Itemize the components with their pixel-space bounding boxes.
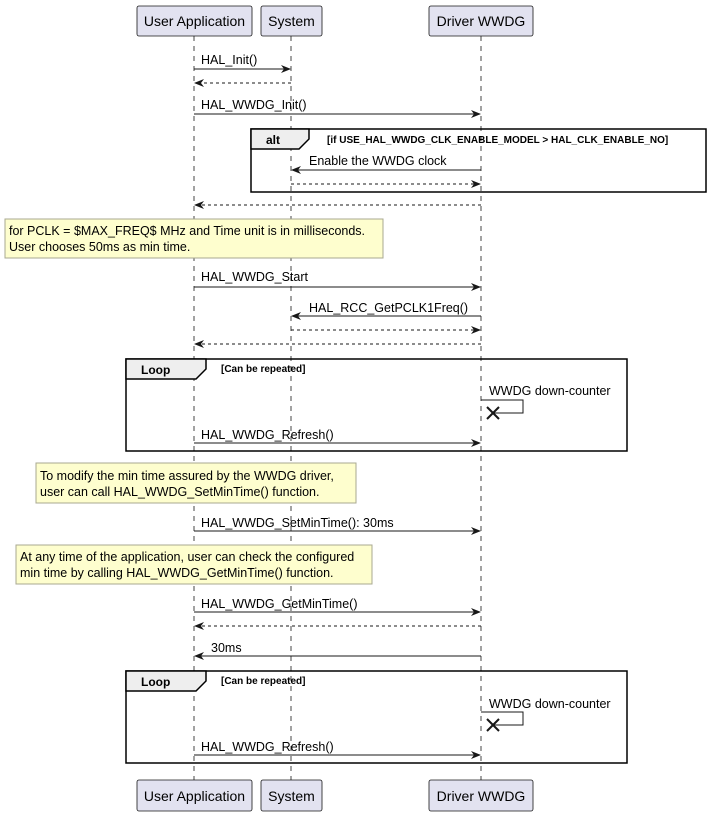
message-enable-clock: Enable the WWDG clock <box>291 154 481 174</box>
frame-alt-condition: [if USE_HAL_WWDG_CLK_ENABLE_MODEL > HAL_… <box>327 135 668 146</box>
svg-text:Driver WWDG: Driver WWDG <box>437 13 526 29</box>
frame-alt-keyword: alt <box>266 133 280 147</box>
message-wwdg-init: HAL_WWDG_Init() <box>194 98 481 118</box>
message-wwdg-refresh-1: HAL_WWDG_Refresh() <box>194 428 481 447</box>
frame-loop-1: Loop [Can be repeated] <box>125 358 628 452</box>
svg-text:HAL_WWDG_Refresh(): HAL_WWDG_Refresh() <box>201 428 334 442</box>
participant-app-bottom: User Application <box>136 779 253 812</box>
frame-loop-1-condition: [Can be repeated] <box>221 364 305 375</box>
message-down-counter-1: WWDG down-counter <box>481 384 611 420</box>
svg-text:System: System <box>268 13 315 29</box>
svg-text:User Application: User Application <box>144 13 245 29</box>
frame-loop-2-keyword: Loop <box>141 675 170 689</box>
note-set-min-time-line-1: To modify the min time assured by the WW… <box>40 469 334 483</box>
message-wwdg-start: HAL_WWDG_Start <box>194 270 481 291</box>
frame-loop-2-condition: [Can be repeated] <box>221 676 305 687</box>
svg-text:HAL_WWDG_GetMinTime(): HAL_WWDG_GetMinTime() <box>201 597 358 611</box>
note-pclk: for PCLK = $MAX_FREQ$ MHz and Time unit … <box>4 218 384 259</box>
frame-loop-2: Loop [Can be repeated] <box>125 670 628 764</box>
svg-text:WWDG down-counter: WWDG down-counter <box>489 384 611 398</box>
note-set-min-time: To modify the min time assured by the WW… <box>35 462 357 504</box>
note-pclk-line-1: for PCLK = $MAX_FREQ$ MHz and Time unit … <box>9 224 365 238</box>
svg-text:User Application: User Application <box>144 788 245 804</box>
note-get-min-time-line-1: At any time of the application, user can… <box>20 550 354 564</box>
message-get-min-time: HAL_WWDG_GetMinTime() <box>194 597 481 616</box>
participant-drv-bottom: Driver WWDG <box>428 779 534 812</box>
message-down-counter-2: WWDG down-counter <box>481 697 611 732</box>
svg-text:HAL_WWDG_Start: HAL_WWDG_Start <box>201 270 308 284</box>
svg-text:HAL_Init(): HAL_Init() <box>201 53 257 67</box>
message-set-min-time: HAL_WWDG_SetMinTime(): 30ms <box>194 516 481 535</box>
svg-text:HAL_WWDG_Refresh(): HAL_WWDG_Refresh() <box>201 740 334 754</box>
frame-loop-1-keyword: Loop <box>141 363 170 377</box>
message-get-pclk1-freq: HAL_RCC_GetPCLK1Freq() <box>291 301 481 320</box>
participant-drv-top: Driver WWDG <box>428 5 534 37</box>
svg-text:HAL_WWDG_Init(): HAL_WWDG_Init() <box>201 98 307 112</box>
participant-app-top: User Application <box>136 5 253 37</box>
message-wwdg-refresh-2: HAL_WWDG_Refresh() <box>194 740 481 759</box>
svg-text:Driver WWDG: Driver WWDG <box>437 788 526 804</box>
svg-text:Enable the WWDG clock: Enable the WWDG clock <box>309 154 447 168</box>
note-get-min-time-line-2: min time by calling HAL_WWDG_GetMinTime(… <box>20 566 334 580</box>
note-set-min-time-line-2: user can call HAL_WWDG_SetMinTime() func… <box>40 485 319 499</box>
participant-sys-bottom: System <box>260 779 323 812</box>
svg-text:HAL_WWDG_SetMinTime(): 30ms: HAL_WWDG_SetMinTime(): 30ms <box>201 516 394 530</box>
message-hal-init: HAL_Init() <box>194 53 291 73</box>
note-pclk-line-2: User chooses 50ms as min time. <box>9 240 190 254</box>
message-30ms: 30ms <box>194 641 481 660</box>
svg-text:HAL_RCC_GetPCLK1Freq(): HAL_RCC_GetPCLK1Freq() <box>309 301 468 315</box>
svg-text:30ms: 30ms <box>211 641 242 655</box>
participant-sys-top: System <box>260 5 323 37</box>
frame-alt: alt [if USE_HAL_WWDG_CLK_ENABLE_MODEL > … <box>250 128 707 193</box>
svg-text:System: System <box>268 788 315 804</box>
note-get-min-time: At any time of the application, user can… <box>15 544 373 585</box>
svg-text:WWDG down-counter: WWDG down-counter <box>489 697 611 711</box>
